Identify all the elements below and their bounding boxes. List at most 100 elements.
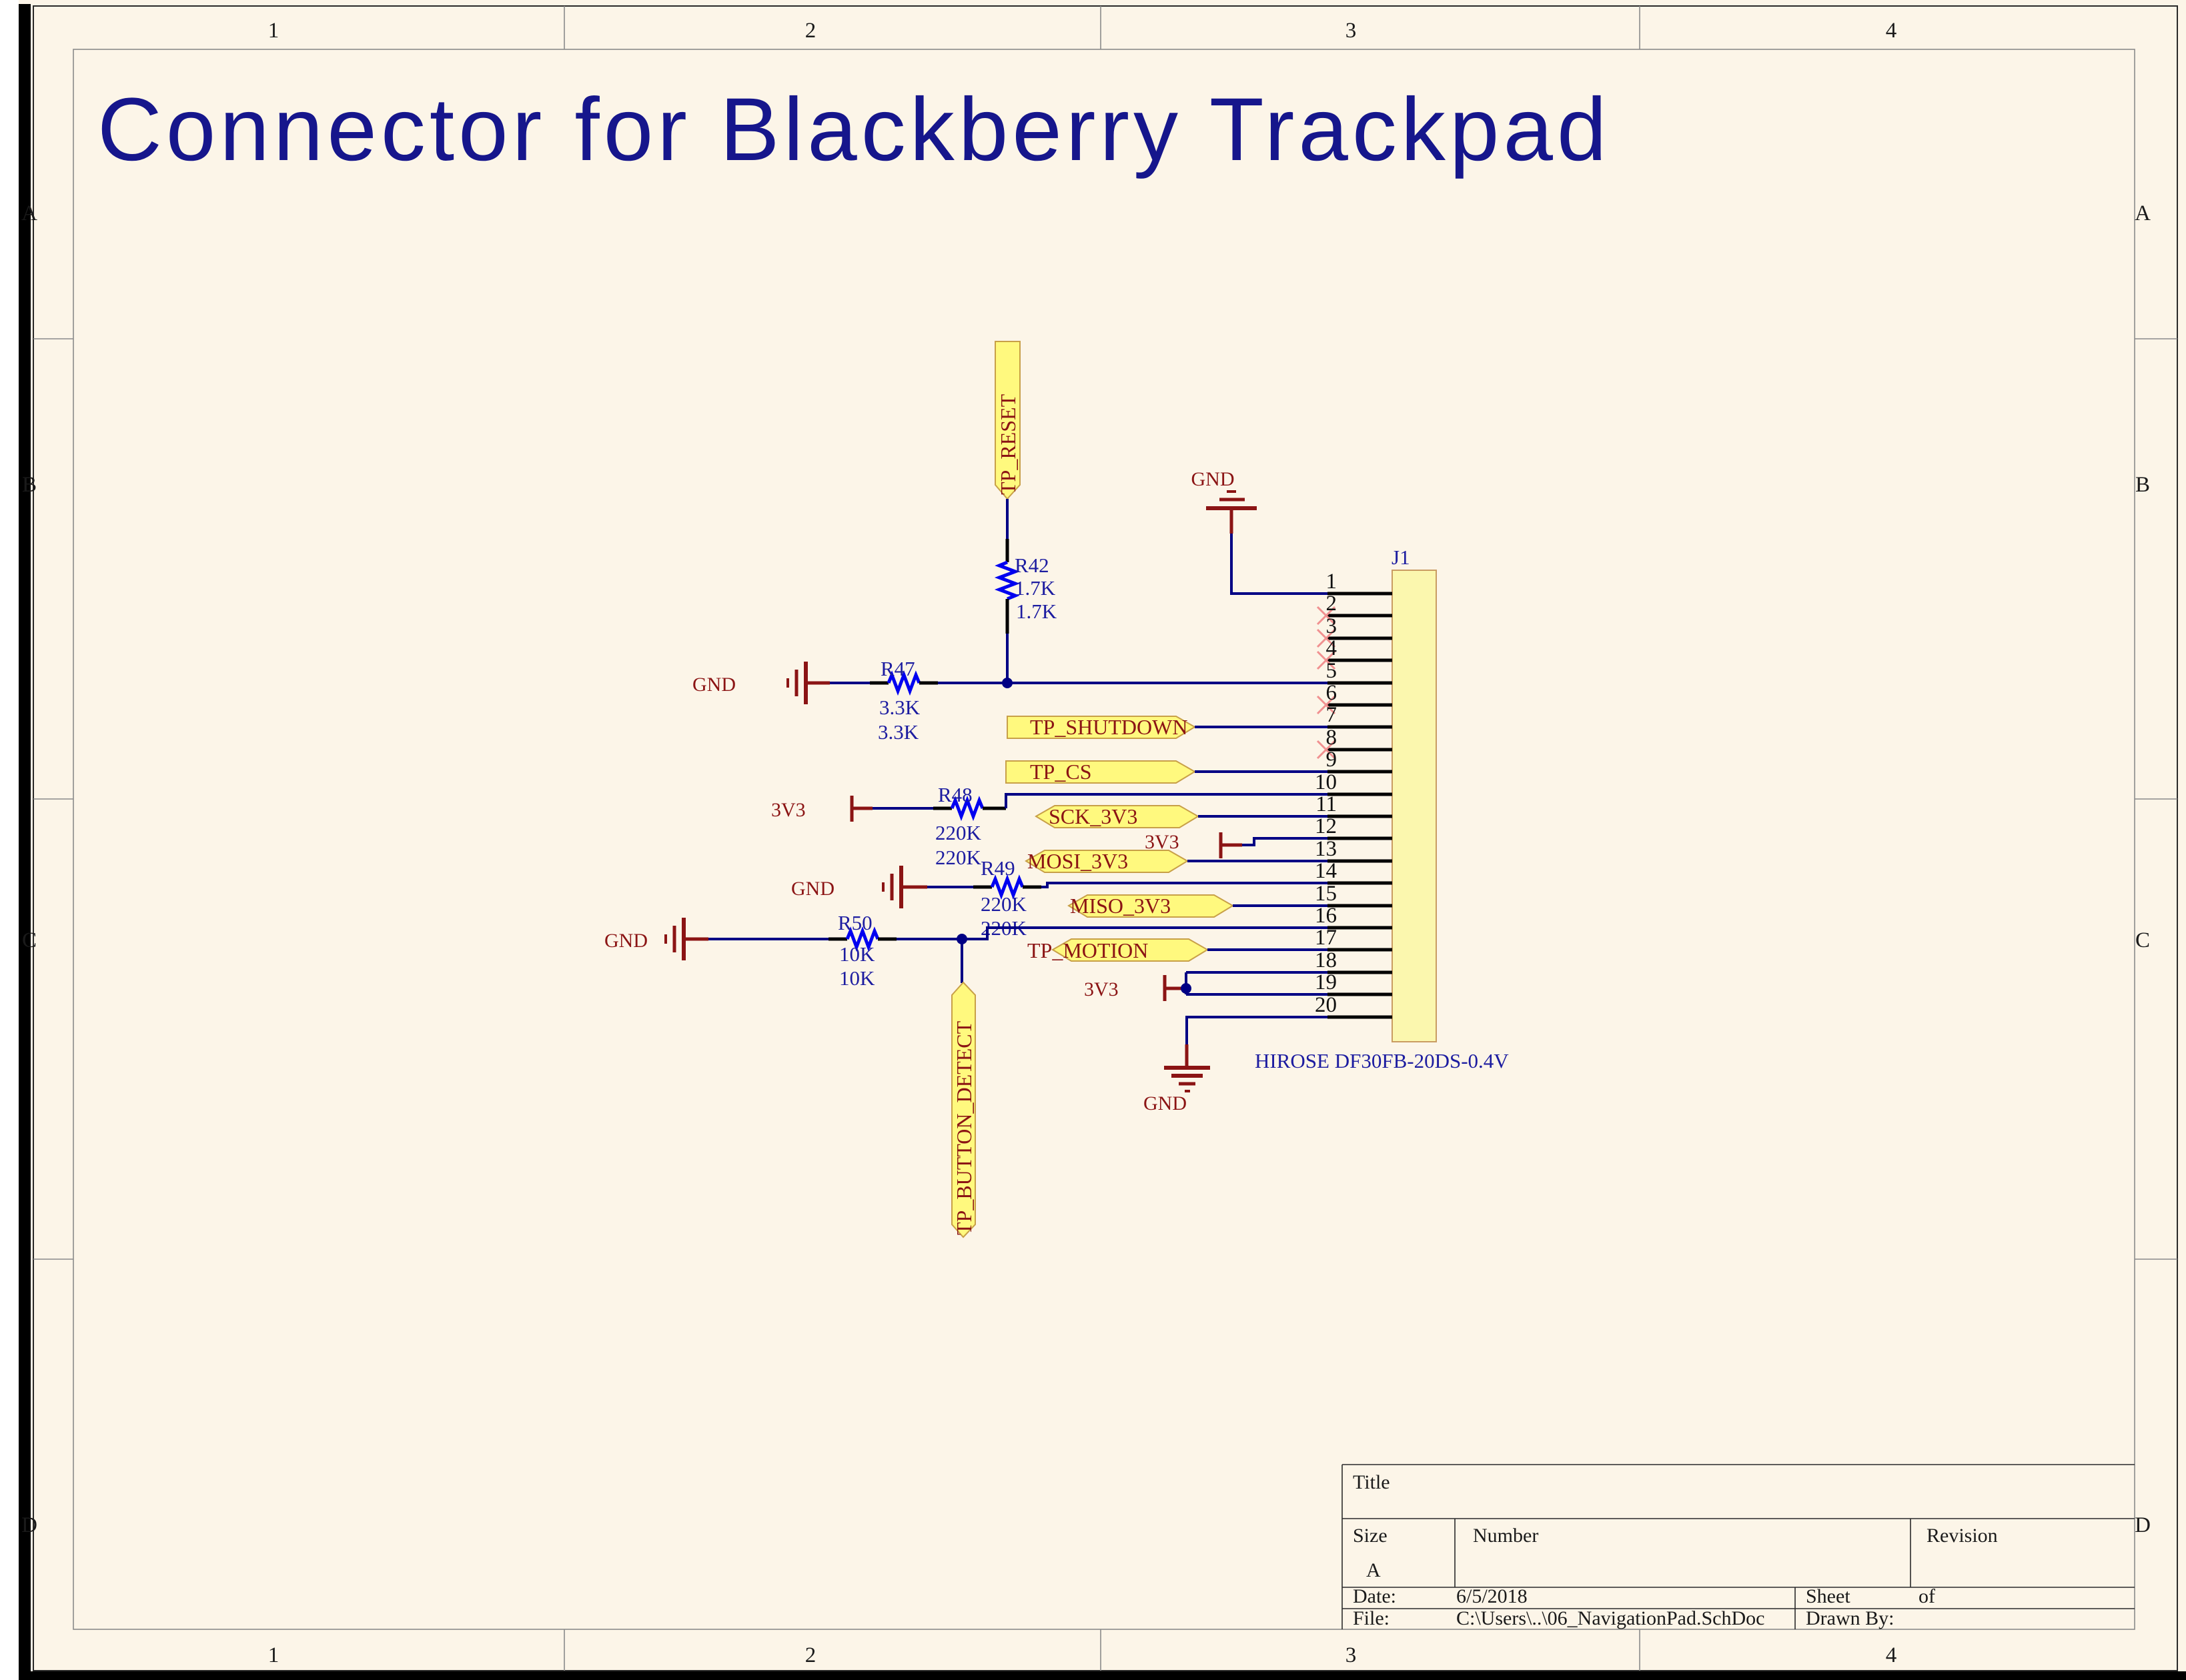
zone-col-4-bottom: 4	[1886, 1643, 1897, 1667]
j1-part-number: HIROSE DF30FB-20DS-0.4V	[1255, 1049, 1509, 1072]
r50-value: 10K	[839, 942, 875, 966]
r47-designator: R47	[881, 657, 915, 680]
svg-text:4: 4	[1326, 636, 1337, 660]
sheet-border: 1 2 3 4 1 2 3 4 A B C D A B C D	[21, 5, 2178, 1671]
sheet-title: Connector for Blackberry Trackpad	[97, 80, 1610, 179]
svg-text:18: 18	[1315, 948, 1337, 972]
mosi-3v3-label: MOSI_3V3	[1027, 849, 1128, 873]
title-label: Title	[1353, 1471, 1390, 1493]
wire-r50-to-pin16[interactable]	[897, 926, 1329, 983]
size-value: A	[1366, 1559, 1381, 1581]
svg-text:15: 15	[1315, 882, 1337, 906]
zone-row-a-left: A	[21, 201, 37, 225]
j1-pins	[1327, 592, 1392, 1019]
gnd-label: GND	[692, 674, 736, 696]
svg-text:7: 7	[1326, 703, 1337, 727]
title-block: Title Size A Number Revision Date: 6/5/2…	[1341, 1464, 2135, 1629]
power-port-3v3-left[interactable]: 3V3	[771, 796, 873, 822]
r50-designator: R50	[838, 911, 873, 934]
svg-text:13: 13	[1315, 837, 1337, 861]
resistor-r48[interactable]: R48 220K 220K	[873, 783, 1006, 869]
r48-value2: 220K	[935, 846, 982, 869]
r42-value: 1.7K	[1015, 576, 1056, 600]
miso-3v3-label: MISO_3V3	[1070, 894, 1171, 918]
zone-col-2-bottom: 2	[805, 1643, 816, 1667]
wire-r48-to-pin10[interactable]	[1005, 793, 1329, 808]
net-flag-tp-reset[interactable]: TP_RESET	[995, 341, 1021, 500]
net-flag-sck-3v3[interactable]: SCK_3V3	[1035, 804, 1329, 828]
power-port-gnd-r50[interactable]: GND	[604, 918, 708, 960]
zone-row-a-right: A	[2135, 201, 2151, 225]
net-flag-tp-button-detect[interactable]: TP_BUTTON_DETECT	[951, 981, 976, 1238]
sheet-label: Sheet	[1806, 1585, 1850, 1607]
wire-r47-to-pin5[interactable]	[938, 678, 1329, 688]
revision-label: Revision	[1927, 1525, 1998, 1547]
sck-3v3-label: SCK_3V3	[1049, 804, 1137, 828]
date-label: Date:	[1353, 1585, 1396, 1607]
svg-text:14: 14	[1315, 859, 1337, 883]
window-bottom-edge	[19, 1671, 2186, 1680]
svg-text:8: 8	[1326, 726, 1337, 750]
zone-row-d-right: D	[2135, 1513, 2151, 1537]
net-flag-tp-motion[interactable]: TP_MOTION	[1027, 938, 1329, 962]
svg-text:1: 1	[1326, 570, 1337, 594]
power-port-gnd-bottom[interactable]: GND	[1143, 1016, 1329, 1114]
svg-text:16: 16	[1315, 904, 1337, 928]
tp-cs-label: TP_CS	[1030, 760, 1091, 784]
power-port-gnd-r47[interactable]: GND	[692, 662, 830, 704]
junction-dot	[1002, 678, 1013, 688]
drawn-by-label: Drawn By:	[1806, 1607, 1894, 1629]
svg-text:17: 17	[1315, 926, 1337, 950]
resistor-r49[interactable]: R49 220K 220K	[927, 856, 1041, 940]
r48-designator: R48	[938, 783, 973, 806]
gnd-label: GND	[791, 878, 835, 900]
resistor-r47[interactable]: R47 3.3K 3.3K	[830, 657, 938, 744]
wire-gnd-to-pin1[interactable]	[1230, 534, 1329, 595]
zone-row-c-right: C	[2135, 928, 2150, 952]
zone-col-1-top: 1	[268, 19, 280, 43]
j1-pin-numbers: 1 2 3 4 5 6 7 8 9 10 11 12 13 14 15 16 1…	[1315, 570, 1337, 1017]
r48-value: 220K	[935, 821, 982, 844]
power-port-3v3-mid[interactable]: 3V3	[1145, 831, 1329, 858]
j1-designator: J1	[1392, 546, 1410, 569]
net-flag-mosi-3v3[interactable]: MOSI_3V3	[1025, 849, 1329, 873]
connector-j1[interactable]: J1 HIROSE DF30FB-20DS-0.4V	[1255, 546, 1509, 1072]
power-port-gnd-r49[interactable]: GND	[791, 866, 927, 908]
svg-text:10: 10	[1315, 770, 1337, 794]
net-flag-miso-3v3[interactable]: MISO_3V3	[1067, 894, 1329, 918]
resistor-r42[interactable]: R42 1.7K 1.7K	[994, 499, 1057, 683]
j1-body[interactable]	[1392, 570, 1437, 1042]
svg-text:11: 11	[1315, 792, 1337, 816]
r50-value2: 10K	[839, 966, 875, 990]
junction-dot	[1181, 983, 1191, 994]
zone-col-2-top: 2	[805, 19, 816, 43]
net-flag-tp-shutdown[interactable]: TP_SHUTDOWN	[1007, 715, 1329, 739]
zone-row-b-right: B	[2135, 473, 2150, 497]
net-flag-tp-cs[interactable]: TP_CS	[1005, 760, 1329, 784]
zone-row-b-left: B	[22, 473, 37, 497]
power-port-gnd-top[interactable]: GND	[1191, 468, 1257, 534]
r42-value2: 1.7K	[1016, 600, 1057, 623]
svg-text:9: 9	[1326, 748, 1337, 772]
svg-text:2: 2	[1326, 592, 1337, 616]
svg-text:6: 6	[1326, 681, 1337, 705]
svg-text:19: 19	[1315, 970, 1337, 994]
tp-motion-label: TP_MOTION	[1027, 938, 1148, 962]
r47-value2: 3.3K	[878, 720, 919, 744]
3v3-label: 3V3	[1084, 978, 1119, 1000]
wire-r49-to-pin14[interactable]	[1041, 882, 1329, 888]
svg-text:3: 3	[1326, 614, 1337, 638]
window-left-padding	[0, 0, 19, 1680]
of-label: of	[1919, 1585, 1935, 1607]
power-port-3v3-bottom[interactable]: 3V3	[1084, 971, 1329, 1001]
gnd-label: GND	[1143, 1092, 1187, 1114]
tp-shutdown-label: TP_SHUTDOWN	[1030, 715, 1187, 739]
zone-col-3-top: 3	[1345, 19, 1357, 43]
r49-value: 220K	[981, 892, 1027, 916]
tp-button-detect-label: TP_BUTTON_DETECT	[952, 1020, 976, 1235]
svg-text:20: 20	[1315, 993, 1337, 1017]
r42-designator: R42	[1015, 554, 1049, 577]
r49-designator: R49	[981, 856, 1015, 880]
resistor-r50[interactable]: R50 10K 10K	[708, 911, 897, 990]
